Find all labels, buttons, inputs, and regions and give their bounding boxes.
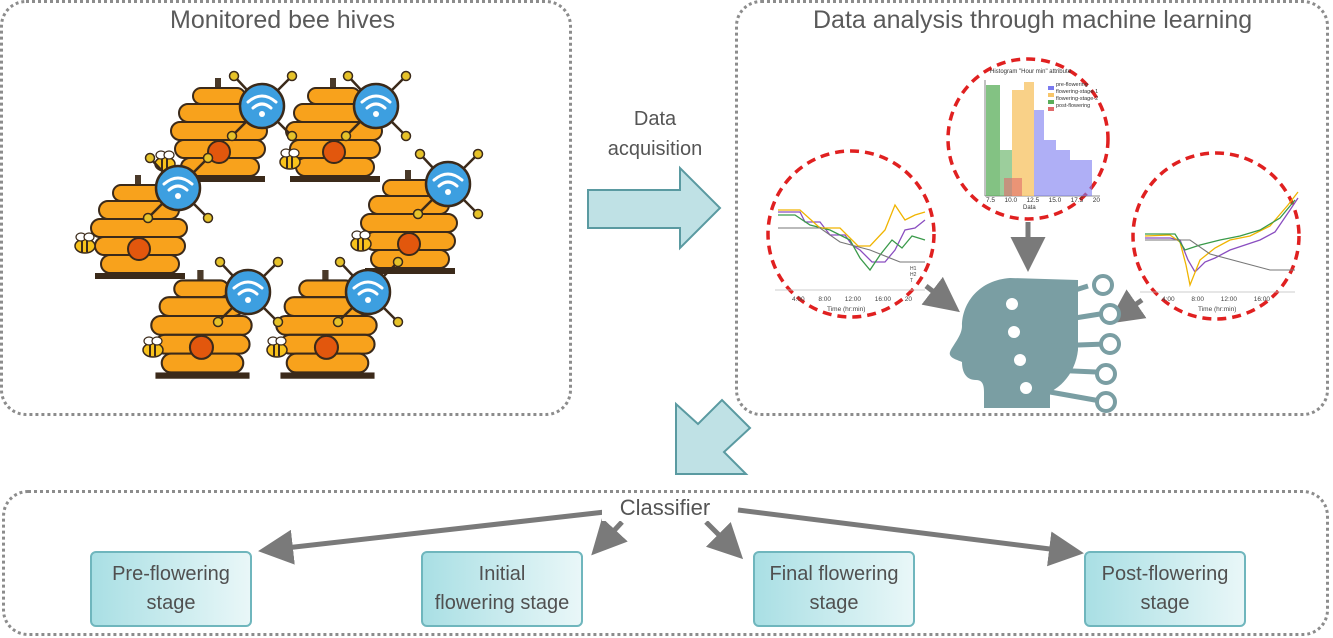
- left-series-tick: 16:00: [874, 296, 892, 303]
- left-series-legend: H1 H2 T: [910, 266, 916, 284]
- left-series-xlabel: Time (hr:min): [827, 306, 866, 313]
- histogram-tick: 10.0: [1004, 197, 1018, 204]
- stage-line: stage: [146, 592, 196, 614]
- left-series-tick: 20: [904, 296, 912, 303]
- histogram-tick: 12.5: [1026, 197, 1040, 204]
- stage-line: stage: [1140, 592, 1190, 614]
- stage-line: flowering stage: [434, 592, 570, 614]
- left-series-ticks: 4:00 8:00 12:00 16:00 20: [792, 296, 912, 303]
- stage-pre-flowering: Pre-flowering stage: [90, 551, 252, 627]
- classifier-panel: [2, 490, 1329, 636]
- right-series-tick: 4:00: [1162, 296, 1175, 303]
- bee-icon: [74, 232, 96, 254]
- left-series-tick: 8:00: [818, 296, 832, 303]
- stage-line: Pre-flowering: [112, 563, 230, 585]
- stage-initial-flowering: Initial flowering stage: [421, 551, 583, 627]
- classifier-label: Classifier: [602, 495, 728, 521]
- right-series-ticks: 4:00 8:00 12:00 16:00: [1162, 296, 1270, 303]
- ai-head-icon: [949, 274, 1121, 413]
- right-series-tick: 12:00: [1220, 296, 1237, 303]
- left-series-legend-item: H1: [910, 266, 917, 272]
- bee-icon: [350, 230, 372, 252]
- beehive-cluster: [74, 70, 484, 380]
- left-series-tick: 12:00: [844, 296, 862, 303]
- right-series-tick: 8:00: [1191, 296, 1205, 303]
- data-acquisition-line1: Data: [633, 108, 677, 130]
- stage-post-flowering: Post-flowering stage: [1084, 551, 1246, 627]
- to-classifier-arrow: [675, 398, 752, 475]
- analysis-panel: [735, 0, 1329, 416]
- hives-panel: [0, 0, 572, 416]
- bee-icon: [279, 148, 301, 170]
- stage-line: stage: [809, 592, 859, 614]
- left-timeseries-chart: [766, 149, 936, 319]
- left-series-legend-item: H2: [910, 272, 917, 278]
- histogram-legend: pre-flowering flowering-stage-1 flowerin…: [1056, 82, 1098, 110]
- histogram-tick: 7.5: [986, 197, 996, 204]
- histogram-ticks: 7.5 10.0 12.5 15.0 17.5 20: [986, 197, 1100, 204]
- hives-panel-title: Monitored bee hives: [170, 6, 396, 34]
- right-series-xlabel: Time (hr:min): [1198, 306, 1237, 313]
- data-acquisition-line2: acquisition: [607, 138, 703, 160]
- histogram-tick: 17.5: [1070, 197, 1084, 204]
- histogram-legend-item: flowering-stage-1: [1056, 89, 1099, 95]
- classifier-arrows: [258, 507, 1084, 567]
- bee-icon: [266, 336, 288, 358]
- histogram-chart: [946, 57, 1110, 221]
- analysis-panel-title: Data analysis through machine learning: [813, 6, 1253, 34]
- right-timeseries-chart: [1131, 151, 1301, 321]
- stage-line: Initial: [478, 563, 526, 585]
- histogram-legend-item: flowering-stage-2: [1056, 96, 1099, 102]
- left-series-tick: 4:00: [792, 296, 805, 303]
- left-to-ai-arrow: [921, 276, 960, 313]
- right-series-tick: 16:00: [1253, 296, 1270, 303]
- stage-line: Final flowering: [769, 563, 899, 585]
- data-acquisition-arrow: [587, 165, 722, 251]
- data-acquisition-label: Data acquisition: [590, 104, 720, 164]
- histogram-legend-item: post-flowering: [1056, 103, 1091, 109]
- histogram-tick: 20: [1092, 197, 1100, 204]
- left-series-legend-item: T: [910, 278, 914, 284]
- stage-final-flowering: Final flowering stage: [753, 551, 915, 627]
- bee-icon: [142, 336, 164, 358]
- histogram-xlabel: Data: [1023, 205, 1036, 211]
- histogram-legend-item: pre-flowering: [1056, 82, 1088, 88]
- stage-line: Post-flowering: [1101, 563, 1229, 585]
- histogram-tick: 15.0: [1048, 197, 1062, 204]
- histogram-title: Histogram "Hour min" attribute: [990, 69, 1071, 75]
